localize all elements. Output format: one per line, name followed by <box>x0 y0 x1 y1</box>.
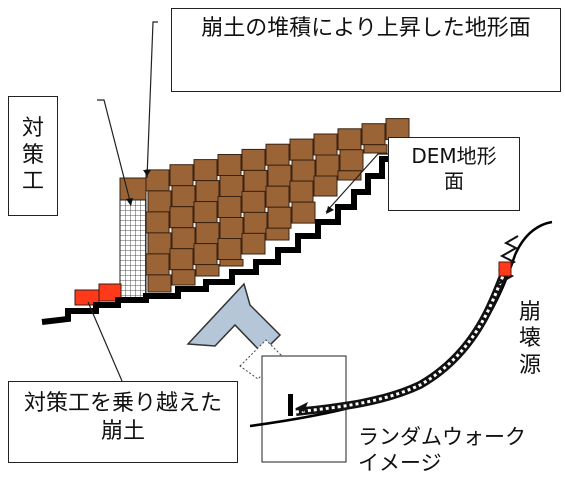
soil-block <box>291 159 316 182</box>
soil-block <box>217 196 242 218</box>
overflow-soil-label: 対策工を乗り越えた崩土 <box>23 391 222 444</box>
collapse-source-char: 崩 <box>518 300 541 325</box>
soil-block <box>169 248 194 271</box>
soil-block <box>193 159 218 182</box>
soil-block <box>241 148 266 171</box>
countermeasure-char: 工 <box>21 169 44 195</box>
soil-block <box>337 170 362 181</box>
soil-block <box>241 190 266 213</box>
soil-block <box>313 133 338 156</box>
collapse-source-label: 崩 壊 源 <box>512 300 548 379</box>
soil-block <box>217 154 242 176</box>
soil-block <box>337 128 362 151</box>
collapse-source-char: 源 <box>518 352 541 378</box>
soil-block <box>241 232 266 255</box>
raised-terrain-callout: 崩土の堆積により上昇した地形面 <box>171 8 561 92</box>
soil-block <box>195 222 220 245</box>
soil-block <box>243 169 268 192</box>
soil-block <box>193 201 218 224</box>
soil-block <box>219 217 244 239</box>
soil-block <box>313 175 338 197</box>
soil-block <box>315 154 340 177</box>
countermeasure-char: 策 <box>21 142 44 168</box>
leader-line <box>87 301 123 382</box>
overflow-soil-block <box>98 283 122 302</box>
soil-block <box>145 253 170 276</box>
collapse-source-char: 壊 <box>518 326 541 352</box>
leader-line <box>97 99 132 206</box>
runout-direction-arrow <box>186 282 282 380</box>
soil-block <box>289 180 314 203</box>
soil-block <box>265 227 290 241</box>
soil-block <box>217 238 242 260</box>
inset-countermeasure <box>288 394 293 416</box>
dem-terrain-callout: DEM地形面 <box>388 137 520 211</box>
deposited-soil-blocks <box>119 118 410 293</box>
soil-block <box>195 180 220 203</box>
soil-block <box>193 243 218 266</box>
soil-block <box>265 185 290 208</box>
soil-block <box>363 144 388 154</box>
soil-block <box>169 164 194 187</box>
soil-block <box>145 211 170 234</box>
dem-terrain-label: DEM地形面 <box>411 144 497 193</box>
soil-block <box>195 264 220 277</box>
soil-block <box>339 149 364 172</box>
soil-block <box>243 211 268 234</box>
soil-block <box>267 164 292 187</box>
soil-block <box>169 206 194 229</box>
soil-block <box>219 175 244 197</box>
raised-terrain-label: 崩土の堆積により上昇した地形面 <box>201 16 531 41</box>
countermeasure-structure <box>119 199 147 301</box>
soil-block <box>171 185 196 208</box>
soil-block <box>147 190 172 213</box>
soil-block <box>361 123 386 146</box>
overflow-soil-callout: 対策工を乗り越えた崩土 <box>8 381 238 463</box>
soil-block <box>219 259 244 267</box>
soil-block <box>145 169 170 192</box>
dem-terrain-line <box>41 140 413 325</box>
leader-line <box>325 153 388 213</box>
soil-block <box>147 232 172 255</box>
countermeasure-callout: 対 策 工 <box>8 96 58 216</box>
random-walk-label: ランダムウォークイメージ <box>358 425 526 476</box>
leader-line <box>146 21 158 179</box>
collapse-source-marker <box>498 261 512 277</box>
soil-block <box>265 143 290 166</box>
countermeasure-char: 対 <box>21 116 44 142</box>
soil-block <box>291 201 316 224</box>
soil-block <box>119 177 147 201</box>
soil-block <box>147 274 172 293</box>
soil-block <box>289 138 314 161</box>
soil-block <box>171 269 196 286</box>
soil-block <box>267 206 292 229</box>
soil-block <box>171 227 196 250</box>
